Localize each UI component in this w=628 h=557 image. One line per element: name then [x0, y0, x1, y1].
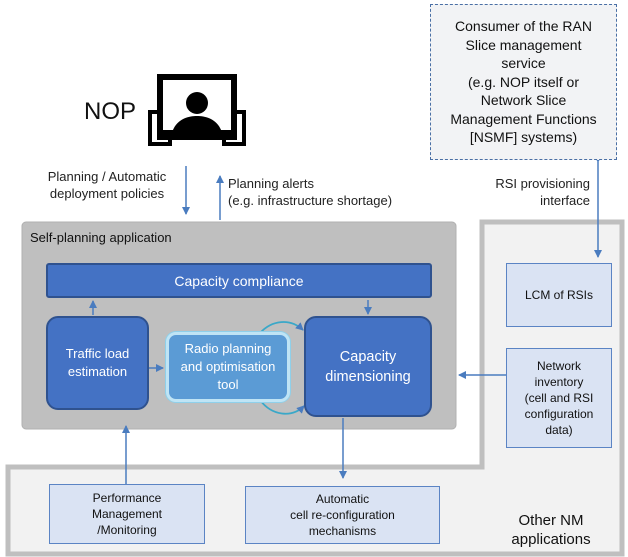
- other-nm-region: [5, 219, 625, 557]
- automatic-reconfiguration-box: Automatic cell re-configuration mechanis…: [245, 486, 440, 544]
- network-inventory-box: Network inventory (cell and RSI configur…: [506, 348, 612, 448]
- nop-label: NOP: [84, 98, 137, 125]
- self-planning-title: Self-planning application: [30, 230, 172, 245]
- operator-monitor-icon: [148, 74, 246, 146]
- arrow-radio-to-dimensioning: [259, 321, 304, 334]
- capacity-dimensioning-box: Capacity dimensioning: [304, 316, 432, 417]
- consumer-box: Consumer of the RAN Slice management ser…: [430, 4, 617, 160]
- rsi-interface-label: RSI provisioning interface: [495, 176, 590, 208]
- performance-management-box: Performance Management /Monitoring: [49, 484, 205, 544]
- arrow-dimensioning-to-radio: [259, 399, 305, 415]
- planning-alerts-label: Planning alerts (e.g. infrastructure sho…: [228, 176, 393, 208]
- planning-policies-label: Planning / Automatic deployment policies: [47, 169, 167, 201]
- traffic-load-estimation-box: Traffic load estimation: [46, 316, 149, 410]
- radio-planning-tool-box: Radio planning and optimisation tool: [166, 332, 290, 402]
- lcm-rsis-box: LCM of RSIs: [506, 263, 612, 327]
- other-nm-title: Other NM applications: [511, 512, 591, 548]
- capacity-compliance-box: Capacity compliance: [46, 263, 432, 298]
